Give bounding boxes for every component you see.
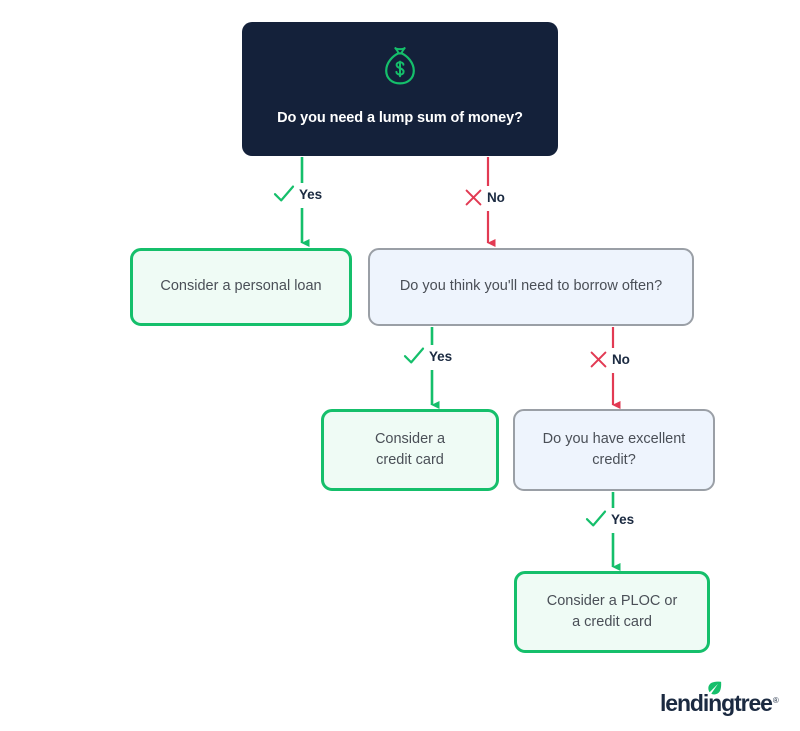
branch-label-borrow-often-yes: Yes [403, 346, 452, 366]
check-icon [273, 184, 295, 204]
logo-wordmark: lendingtree [660, 690, 773, 716]
check-icon [403, 346, 425, 366]
node-ploc-label-line2: a credit card [572, 614, 652, 630]
check-icon [585, 509, 607, 529]
cross-icon [464, 188, 483, 207]
node-personal-loan[interactable]: Consider a personal loan [130, 248, 352, 326]
node-personal-loan-label: Consider a personal loan [160, 278, 322, 295]
node-credit-card-label-line1: Consider a [374, 430, 446, 447]
leaf-icon [708, 681, 722, 696]
node-root-label: Do you need a lump sum of money? [277, 110, 523, 127]
branch-label-text: No [487, 190, 505, 205]
node-excellent-credit[interactable]: Do you have excellent credit? [513, 409, 715, 491]
node-borrow-often-label: Do you think you'll need to borrow often… [399, 278, 663, 295]
node-root-question[interactable]: Do you need a lump sum of money? [242, 22, 558, 156]
node-credit-card-label-line2: credit card [376, 452, 444, 468]
node-excellent-credit-label-line2: credit? [592, 452, 636, 468]
branch-label-text: Yes [611, 511, 634, 527]
branch-label-text: No [612, 352, 630, 367]
branch-label-text: Yes [299, 186, 322, 202]
node-ploc-label-line1: Consider a PLOC or [546, 592, 678, 609]
node-ploc[interactable]: Consider a PLOC or a credit card [514, 571, 710, 653]
branch-label-root-yes: Yes [273, 184, 322, 204]
logo-registered-mark: ® [772, 696, 779, 705]
lendingtree-logo: lendingtree ® [660, 681, 779, 716]
node-excellent-credit-label-line1: Do you have excellent [542, 430, 686, 447]
branch-label-text: Yes [429, 348, 452, 364]
cross-icon [589, 350, 608, 369]
branch-label-excellent-credit-yes: Yes [585, 509, 634, 529]
money-bag-icon [380, 45, 420, 87]
branch-label-borrow-often-no: No [589, 350, 630, 369]
node-borrow-often[interactable]: Do you think you'll need to borrow often… [368, 248, 694, 326]
node-credit-card[interactable]: Consider a credit card [321, 409, 499, 491]
branch-label-root-no: No [464, 188, 505, 207]
